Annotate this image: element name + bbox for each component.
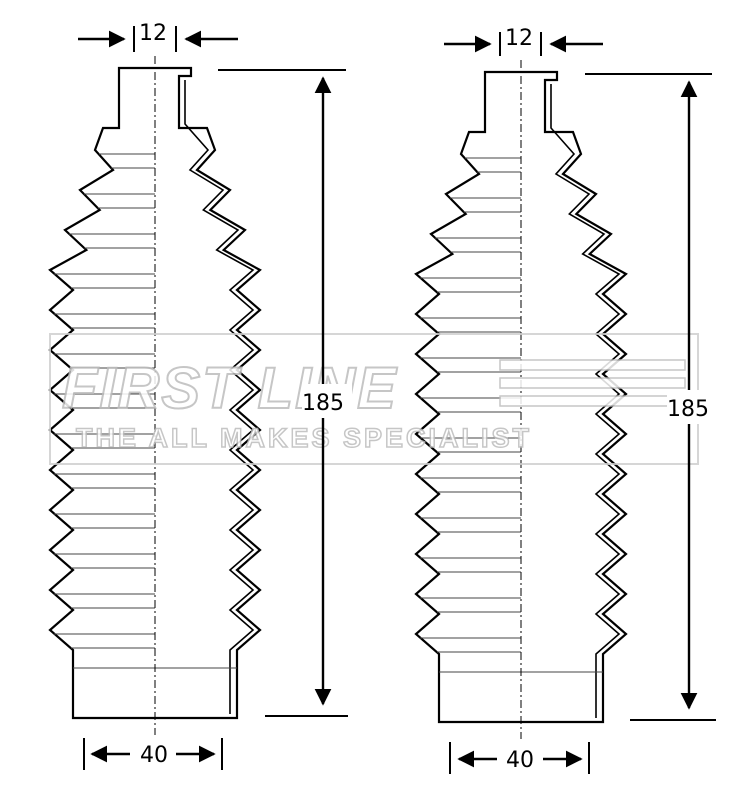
left-bottom-diameter-dim: 40 [83,738,223,770]
right-length-dim: 185 [585,73,717,721]
left-length-dim: 185 [218,69,352,717]
watermark-tagline: THE ALL MAKES SPECIALIST [76,423,532,453]
left-top-diameter-dim: 12 [78,21,238,52]
right-bottom-diameter-label: 40 [506,748,534,773]
right-length-label: 185 [667,397,709,422]
right-top-diameter-label: 12 [505,26,533,51]
boot-left-inner-wall [184,80,255,714]
boot-left [48,56,262,735]
left-top-diameter-label: 12 [139,21,167,46]
right-bottom-diameter-dim: 40 [449,742,590,774]
watermark-logo-bars [499,359,686,407]
left-length-label: 185 [302,391,344,416]
boot-left-inner-contour [184,80,255,714]
boot-right-fold-lines [420,157,603,673]
left-bottom-diameter-label: 40 [140,743,168,768]
right-top-diameter-dim: 12 [444,26,603,56]
